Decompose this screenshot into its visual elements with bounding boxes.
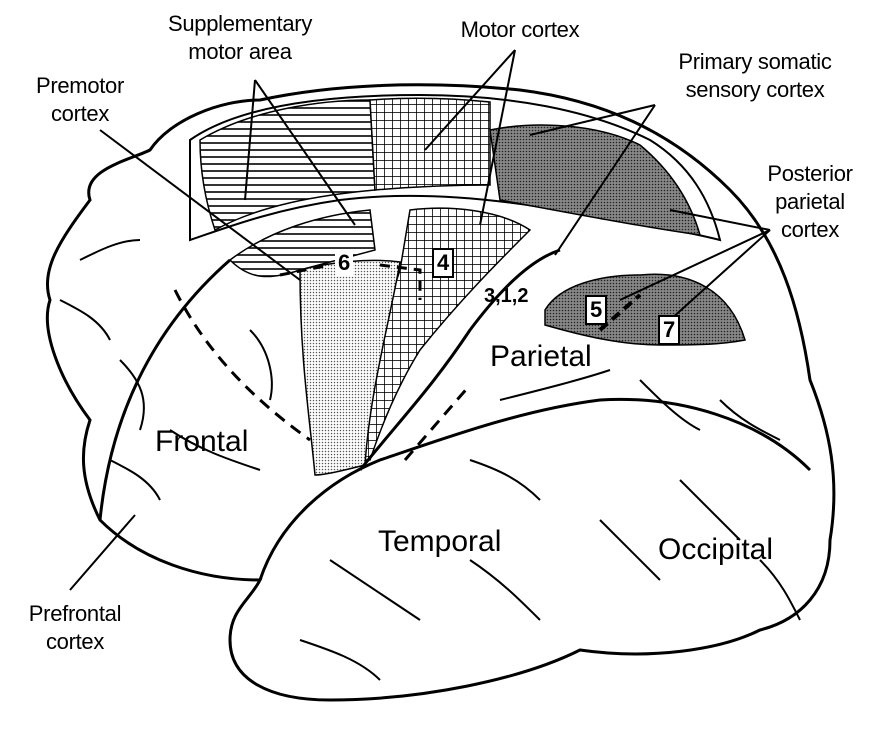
- posterior-parietal-cortex-label-line2: parietal: [775, 189, 845, 214]
- area-6-label: 6: [335, 250, 354, 276]
- frontal-lobe-curve: [98, 258, 231, 521]
- prefrontal-cortex-label-line1: Prefrontal: [28, 601, 122, 626]
- premotor-cortex-label-line2: cortex: [50, 101, 110, 126]
- supplementary-motor-area-label-line2: motor area: [188, 39, 292, 64]
- motor-cortex-label: Motor cortex: [440, 16, 600, 44]
- pointer-lines: [69, 49, 771, 591]
- area-6-region: [299, 259, 401, 476]
- temporal-region-label: Temporal: [378, 525, 502, 558]
- parietal-dashed-boundary: [403, 384, 472, 461]
- area-312-label: 3,1,2: [484, 285, 529, 307]
- posterior-parietal-cortex-label-line1: Posterior: [767, 161, 853, 186]
- primary-somatic-sensory-cortex-label: Primary somatic sensory cortex: [650, 48, 860, 104]
- area-4-label: 4: [432, 248, 455, 278]
- area-5-label: 5: [585, 295, 608, 325]
- parietal-region-label: Parietal: [490, 340, 592, 373]
- premotor-cortex-label-line1: Premotor: [35, 73, 125, 98]
- area-7-label: 7: [658, 315, 681, 345]
- frontal-region-label: Frontal: [155, 425, 249, 458]
- premotor-region: [228, 209, 376, 278]
- primary-somatic-sensory-cortex-label-line1: Primary somatic: [678, 49, 832, 74]
- occipital-region-label: Occipital: [658, 533, 774, 566]
- temporal-lobe-outline: [258, 397, 812, 581]
- posterior-parietal-cortex-label-line3: cortex: [780, 217, 840, 242]
- premotor-cortex-label: Premotor cortex: [15, 72, 145, 128]
- gyri-details: [59, 239, 801, 681]
- prefrontal-dashed-boundary: [173, 289, 311, 442]
- area6-dashed-boundary: [279, 263, 422, 300]
- parietal-frontal-boundary: [358, 248, 561, 471]
- prefrontal-cortex-label-line2: cortex: [45, 629, 105, 654]
- somatic-sensory-top-region: [489, 124, 702, 236]
- supplementary-motor-area-label-line1: Supplementary: [167, 11, 313, 36]
- posterior-parietal-region: [544, 273, 746, 346]
- primary-somatic-sensory-cortex-label-line2: sensory cortex: [685, 77, 825, 102]
- supplementary-motor-area-label: Supplementary motor area: [150, 10, 330, 66]
- posterior-parietal-cortex-label: Posterior parietal cortex: [745, 160, 875, 244]
- prefrontal-cortex-label: Prefrontal cortex: [10, 600, 140, 656]
- motor-cortex-label-line: Motor cortex: [460, 17, 580, 42]
